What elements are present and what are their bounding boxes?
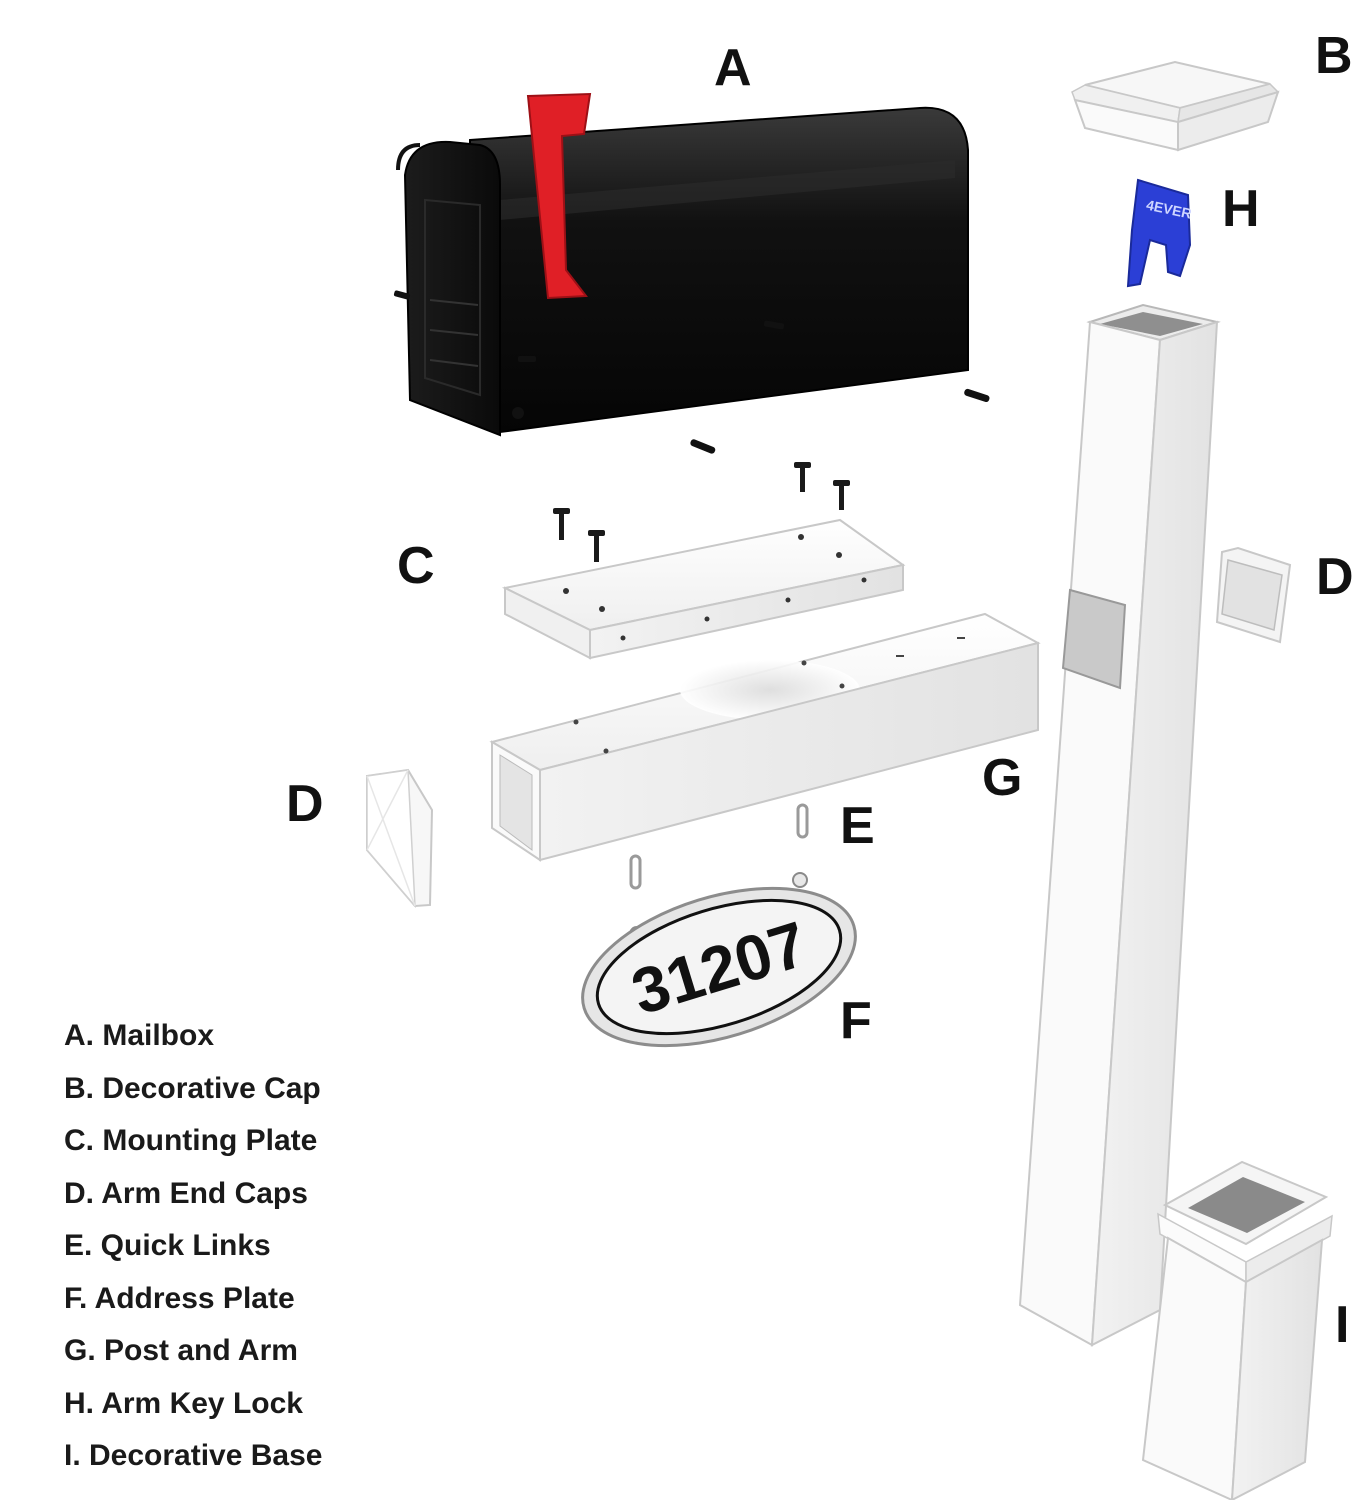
legend-item-arm-key-lock: H. Arm Key Lock (64, 1386, 303, 1420)
legend-item-arm-end-caps: D. Arm End Caps (64, 1176, 308, 1210)
callout-h: H (1222, 180, 1260, 238)
arm-end-cap-right (1215, 546, 1292, 644)
address-plate: 31207 (581, 872, 857, 1048)
mailbox-flag (526, 92, 592, 300)
callout-f: F (840, 992, 872, 1050)
callout-d-arm: D (286, 775, 324, 833)
legend-item-mounting-plate: C. Mounting Plate (64, 1124, 318, 1157)
callout-d-post: D (1316, 548, 1354, 606)
callout-c: C (397, 537, 435, 595)
arm-key-lock: 4EVER (1126, 178, 1193, 288)
mailbox (393, 92, 990, 454)
mailbox-door (403, 140, 501, 437)
legend-item-mailbox: A. Mailbox (64, 1019, 215, 1052)
legend-item-quick-links: E. Quick Links (64, 1229, 271, 1262)
callout-a: A (714, 39, 752, 97)
parts-legend: A. Mailbox B. Decorative Cap C. Mounting… (64, 1014, 322, 1487)
legend-item-decorative-base: I. Decorative Base (64, 1439, 323, 1472)
mounting-plate (501, 518, 906, 660)
callout-i: I (1335, 1296, 1349, 1354)
callout-labels: A B H C D D G E F I (286, 27, 1354, 1354)
post-arm (489, 612, 1041, 862)
quick-links (629, 803, 809, 890)
legend-item-decorative-cap: B. Decorative Cap (64, 1071, 321, 1105)
arm-end-cap-left (366, 768, 434, 909)
legend-item-post-and-arm: G. Post and Arm (64, 1334, 298, 1367)
callout-g: G (982, 749, 1022, 807)
mailbox-screws (393, 290, 990, 454)
mounting-screws (553, 462, 850, 562)
decorative-base (1141, 1160, 1333, 1500)
mailbox-body (469, 106, 969, 434)
decorative-cap (1071, 60, 1280, 152)
post (1018, 303, 1221, 1347)
callout-b: B (1315, 27, 1353, 85)
legend-item-address-plate: F. Address Plate (64, 1281, 295, 1315)
callout-e: E (840, 797, 875, 855)
